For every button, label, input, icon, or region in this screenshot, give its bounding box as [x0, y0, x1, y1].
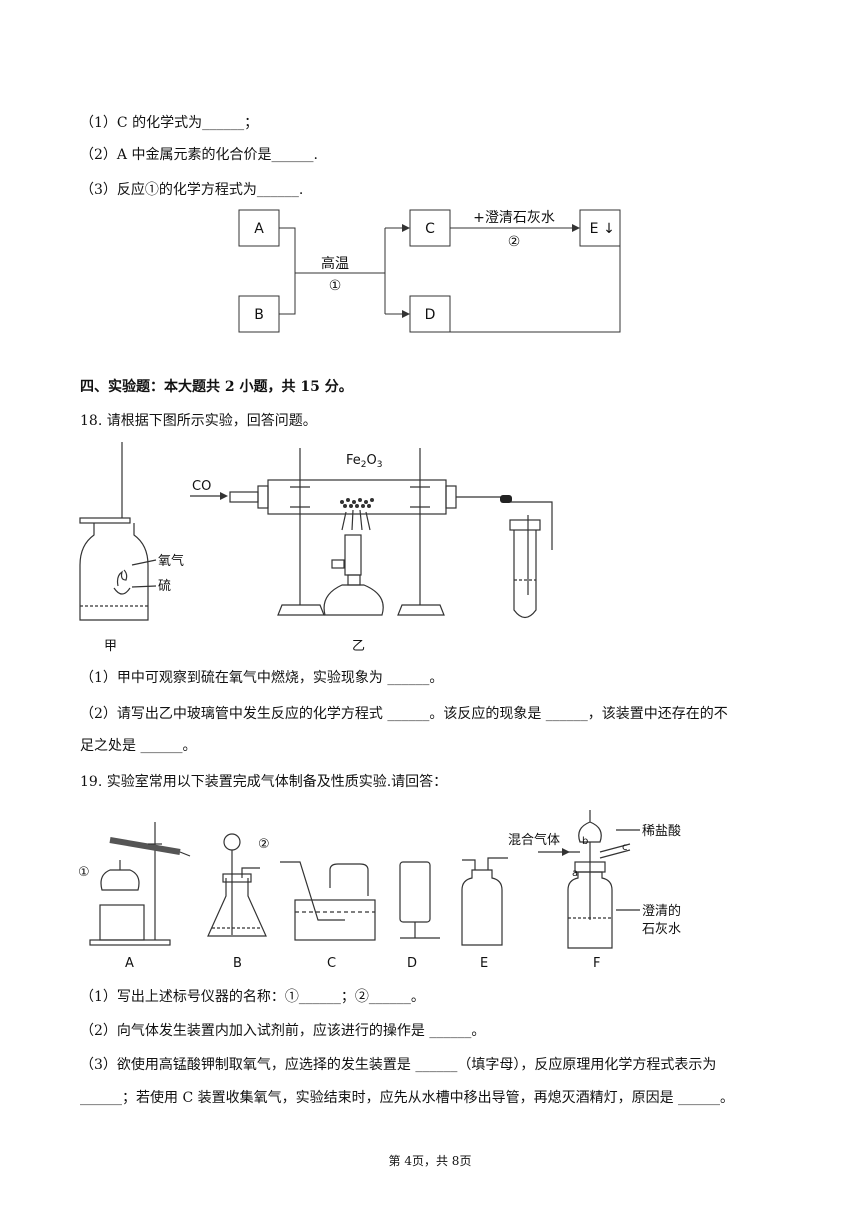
- arrow-to-c: [402, 224, 410, 232]
- q19-stem: 19. 实验室常用以下装置完成气体制备及性质实验.请回答：: [80, 774, 448, 790]
- label-mixed-gas: 混合气体: [508, 832, 560, 848]
- label-jia: 甲: [104, 639, 117, 654]
- flame: [116, 569, 128, 587]
- label-oxygen: 氧气: [158, 553, 184, 569]
- q17-flow-diagram: A B C D E ↓ 高温 ① +澄清石灰水 ②: [238, 209, 621, 333]
- arrow-to-e: [572, 224, 580, 232]
- test-tube: [513, 530, 537, 619]
- label-co: CO: [192, 479, 211, 494]
- port-c: c: [622, 842, 628, 853]
- glass-tube: [267, 479, 447, 515]
- label-limewater-1: 澄清的: [642, 903, 681, 919]
- label-f: F: [593, 956, 600, 971]
- label-b: B: [233, 956, 242, 971]
- label-a: A: [125, 956, 134, 971]
- precip-arrow: ↓: [603, 221, 615, 237]
- mark-1: ①: [329, 278, 342, 294]
- spoon: [113, 587, 131, 595]
- label-a: A: [254, 221, 264, 237]
- q17-sub2: （2）A 中金属元素的化合价是______.: [80, 147, 318, 163]
- gas-jar: [79, 523, 149, 621]
- q17-sub1: （1）C 的化学式为______；: [80, 115, 259, 131]
- q19-apparatus-figure: ① ② A B C D E F 混合气体 稀盐酸 a b c 澄清的 石灰水: [78, 810, 681, 971]
- label-sulfur: 硫: [158, 579, 171, 594]
- label-d: D: [407, 956, 417, 971]
- q18-apparatus-figure: CO Fe2O3 氧气 硫 甲 乙: [79, 442, 553, 654]
- q18-sub2b: 足之处是 ______。: [80, 738, 197, 754]
- q18-sub1: （1）甲中可观察到硫在氧气中燃烧，实验现象为 ______。: [80, 670, 444, 686]
- mark-2: ②: [508, 234, 521, 250]
- port-b: b: [582, 836, 588, 847]
- q17-sub3: （3）反应①的化学方程式为______.: [80, 182, 304, 198]
- port-a: a: [572, 868, 578, 879]
- q19-sub3a: （3）欲使用高锰酸钾制取氧气，应选择的发生装置是 ______（填字母），反应原…: [80, 1057, 717, 1073]
- mark-2: ②: [258, 837, 270, 852]
- label-c: C: [425, 221, 435, 237]
- label-b: B: [254, 307, 264, 323]
- mark-1: ①: [78, 865, 90, 880]
- condition-high-temp: 高温: [321, 255, 349, 272]
- q19-sub3b: ______；若使用 C 装置收集氧气，实验结束时，应先从水槽中移出导管，再熄灭…: [80, 1090, 735, 1106]
- label-fe2o3: Fe2O3: [346, 453, 382, 470]
- reagent-limewater: +澄清石灰水: [473, 210, 555, 226]
- delivery-tube: [456, 496, 553, 550]
- label-yi: 乙: [352, 639, 365, 654]
- fe2o3-powder: [340, 498, 374, 508]
- page-footer: 第 4页，共 8页: [388, 1154, 472, 1168]
- section-heading: 四、实验题：本大题共 2 小题，共 15 分。: [80, 379, 353, 395]
- label-dilute-hcl: 稀盐酸: [642, 824, 681, 839]
- q18-stem: 18. 请根据下图所示实验，回答问题。: [80, 413, 317, 429]
- q19-sub1: （1）写出上述标号仪器的名称：①______；②______。: [80, 989, 425, 1005]
- label-e: E: [480, 956, 488, 971]
- label-c: C: [327, 956, 336, 971]
- q18-sub2a: （2）请写出乙中玻璃管中发生反应的化学方程式 ______。该反应的现象是 __…: [80, 706, 728, 722]
- label-limewater-2: 石灰水: [642, 922, 681, 937]
- label-e: E: [590, 221, 599, 237]
- q19-sub2: （2）向气体发生装置内加入试剂前，应该进行的操作是 ______。: [80, 1023, 486, 1039]
- label-d: D: [425, 307, 436, 323]
- arrow-to-d: [402, 310, 410, 318]
